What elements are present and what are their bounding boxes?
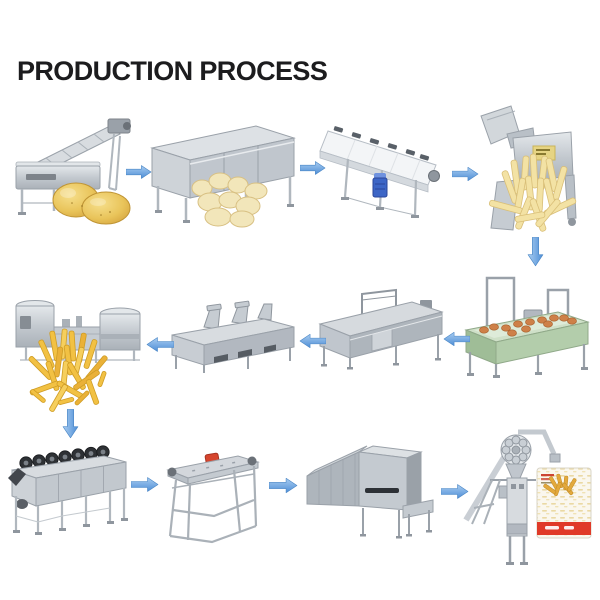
flow-arrow-6-left-icon xyxy=(299,333,326,349)
multihead-weigher-icon xyxy=(500,434,532,466)
freezing-tunnel-icon xyxy=(306,445,434,539)
peeled-potatoes-icon xyxy=(191,172,268,228)
page-title: PRODUCTION PROCESS xyxy=(17,56,328,86)
station-frying-machine xyxy=(6,293,154,412)
station-transfer-conveyor xyxy=(319,113,455,231)
station-blanching-machine xyxy=(316,288,446,370)
conveyor-motor-icon xyxy=(372,173,388,198)
washed-product-icon xyxy=(479,314,577,337)
inspection-table-icon xyxy=(166,452,260,544)
station-inspection-conveyor xyxy=(162,448,266,544)
fresh-potatoes-icon xyxy=(52,182,131,225)
tunnel-outlet-icon xyxy=(365,488,399,493)
flow-arrow-1-right-icon xyxy=(126,164,152,180)
station-potato-washing-elevator xyxy=(6,108,134,236)
cooling-machine-icon xyxy=(171,300,295,373)
flow-arrow-9-right-icon xyxy=(131,476,159,493)
station-weighing-packing-machine xyxy=(460,424,598,566)
bag-red-band xyxy=(537,522,591,535)
flow-arrow-4-down-icon xyxy=(527,237,544,267)
packing-machine-icon xyxy=(463,429,592,565)
washing-machine-icon xyxy=(464,276,590,378)
flow-arrow-5-left-icon xyxy=(443,331,470,347)
flow-arrow-3-right-icon xyxy=(452,166,479,182)
bag-fries-graphic-icon xyxy=(543,473,577,497)
station-air-drying-machine xyxy=(8,444,130,536)
flow-arrow-10-right-icon xyxy=(269,477,298,494)
cutting-machine-icon xyxy=(480,105,577,232)
flow-arrow-8-down-icon xyxy=(62,408,79,440)
station-fries-washing-machine xyxy=(460,266,598,378)
station-potato-peeling-machine xyxy=(150,118,302,240)
station-freezing-tunnel xyxy=(303,444,437,540)
station-fry-cutting-machine xyxy=(477,98,595,240)
station-dewatering-cooling-machine xyxy=(170,300,296,377)
blanching-machine-icon xyxy=(318,288,444,370)
potato-elevator-icon xyxy=(15,118,131,225)
fries-bag-icon xyxy=(536,467,592,539)
conveyor-belt-icon xyxy=(319,126,440,218)
peeling-machine-icon xyxy=(150,125,296,228)
drying-machine-icon xyxy=(8,445,128,535)
cut-raw-fries-icon xyxy=(488,153,577,232)
fried-fries-icon xyxy=(28,328,108,412)
frying-machine-icon xyxy=(15,300,141,412)
